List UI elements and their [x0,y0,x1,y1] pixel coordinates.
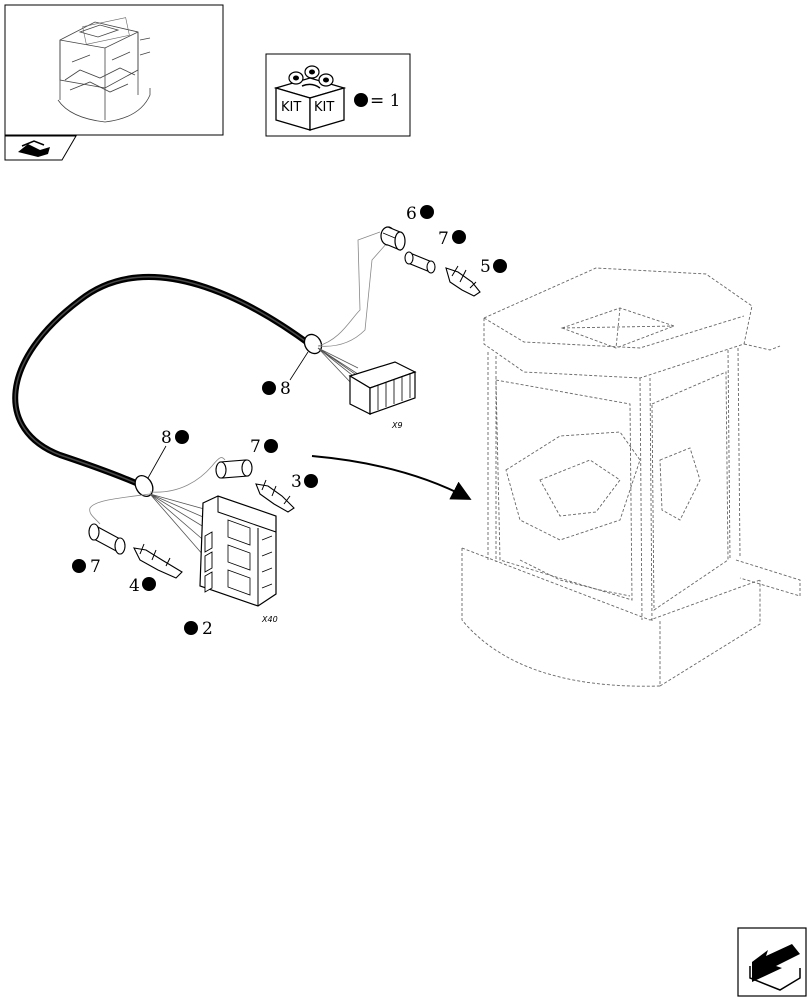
part-4-terminal [133,543,183,579]
connector-x40-label: X40 [261,615,278,624]
kit-dot-icon [420,205,434,219]
part-7-sleeve-upper [404,251,436,274]
callout-7-lower: 7 [72,557,101,577]
kit-dot-icon [304,474,318,488]
machine-nav-icon[interactable] [4,135,77,161]
callout-3: 3 [291,472,318,492]
callout-7-middle: 7 [250,437,278,457]
callout-6: 6 [406,204,434,224]
callout-number: 7 [90,557,101,577]
callout-number: 2 [202,619,213,639]
kit-dot-icon [175,430,189,444]
callout-5: 5 [480,257,507,277]
callout-4: 4 [129,576,156,596]
callout-8-upper: 8 [262,351,309,399]
callout-number: 5 [480,257,491,277]
callout-number: 7 [250,437,261,457]
part-6-plug [380,226,406,251]
kit-label-left: KIT [281,100,301,115]
kit-dot-icon [354,93,368,107]
kit-box-icon [273,65,347,131]
kit-label-right: KIT [314,100,334,115]
callout-number: 4 [129,576,140,596]
kit-dot-icon [493,259,507,273]
callout-number: 8 [161,428,172,448]
connector-x9: X9 [317,231,417,430]
kit-legend-box: KIT KIT = 1 [265,53,411,137]
kit-dot-icon [72,559,86,573]
callout-number: 6 [406,204,417,224]
cab-outline [461,267,801,687]
kit-dot-icon [264,439,278,453]
connector-x9-label: X9 [391,421,403,430]
callout-8-lower: 8 [147,428,189,479]
callout-2: 2 [184,619,213,639]
callout-7-upper: 7 [438,229,466,249]
assembly-arrow [311,455,472,500]
kit-dot-icon [184,621,198,635]
callout-number: 3 [291,472,302,492]
cab-thumbnail-icon [4,4,224,136]
part-7-sleeve-lower [88,523,126,555]
part-7-sleeve-middle [215,459,253,479]
callout-number: 7 [438,229,449,249]
kit-dot-icon [142,577,156,591]
kit-equals-text: = 1 [370,91,400,111]
kit-dot-icon [262,381,276,395]
connector-x40: X40 [89,457,278,624]
wiring-harness [12,273,323,497]
part-3-terminal [255,479,295,513]
next-page-arrow-icon[interactable] [737,927,807,997]
kit-dot-icon [452,230,466,244]
callout-number: 8 [280,379,291,399]
part-5-terminal [445,265,481,297]
